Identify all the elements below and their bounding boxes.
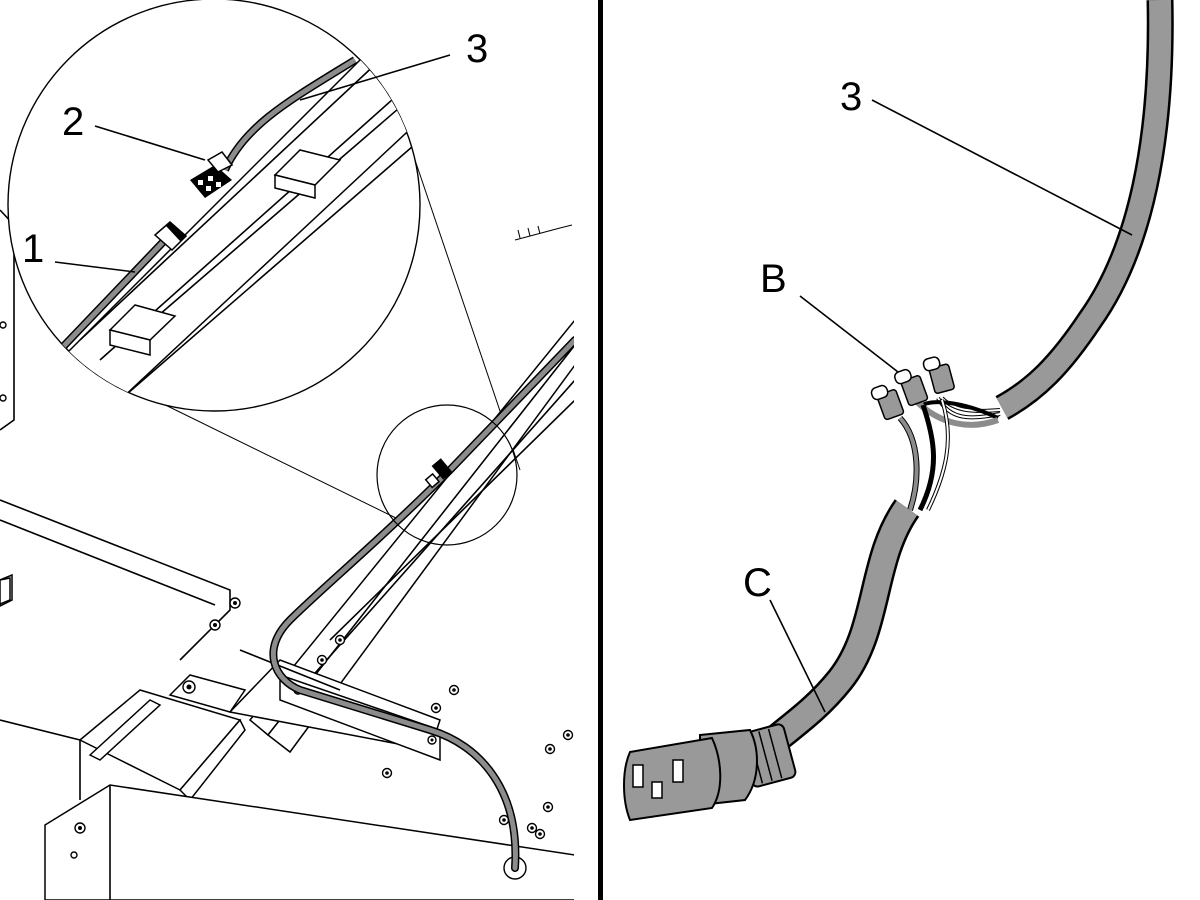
- connector-end-icon: [153, 221, 188, 252]
- callout-b: B: [760, 257, 787, 301]
- leader-2: [94, 125, 206, 161]
- left-panel-assembly: [0, 159, 574, 900]
- callout-2: 2: [62, 100, 84, 144]
- callout-3-inset: 3: [466, 27, 488, 71]
- top-plate: [0, 499, 241, 661]
- wire-nut-icon: [870, 356, 955, 421]
- callout-3-right: 3: [840, 75, 862, 119]
- inset-tab-lower: [108, 304, 177, 356]
- inset-tab-upper: [273, 149, 342, 199]
- leader-c: [769, 599, 826, 713]
- right-panel-cable: 3 B C: [623, 0, 1174, 822]
- panel-divider: [598, 0, 603, 900]
- connector-small: [424, 458, 453, 489]
- leader-3: [299, 54, 451, 101]
- fastener-holes: [316, 634, 574, 840]
- leader-right-3: [871, 99, 1133, 236]
- wire-conductors: [897, 396, 1001, 512]
- jacketed-cable-3: [995, 0, 1174, 420]
- leader-1: [54, 261, 136, 273]
- callout-c: C: [743, 561, 772, 605]
- molex-connector-icon: [190, 151, 234, 198]
- callout-1: 1: [22, 227, 44, 271]
- leader-b: [799, 295, 899, 373]
- zoom-leader-bottom: [144, 394, 401, 521]
- jacketed-cable-c: [765, 499, 920, 752]
- iec-c13-plug-icon: [623, 723, 797, 822]
- base-plate: [0, 634, 574, 900]
- inset-detail-view: 1 2 3: [7, 0, 488, 412]
- magnifier-circle: [376, 404, 518, 546]
